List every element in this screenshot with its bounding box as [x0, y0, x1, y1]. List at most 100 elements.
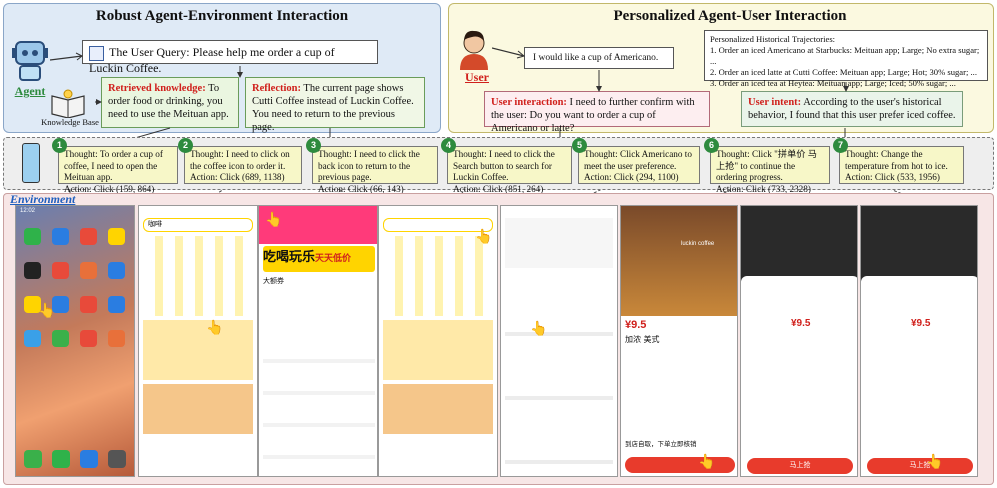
retrieved-knowledge-box: Retrieved knowledge: To order food or dr…: [101, 77, 239, 128]
buy-now-button[interactable]: 马上抢: [747, 458, 853, 474]
brand-label: luckin coffee: [681, 241, 715, 247]
dock-app-icon[interactable]: [80, 450, 98, 468]
coffee-banner: [621, 206, 737, 316]
search-input[interactable]: [383, 218, 493, 232]
app-icon[interactable]: [52, 330, 69, 347]
tap-hand-icon: 👆: [530, 322, 548, 337]
retrieved-knowledge-label: Retrieved knowledge:: [108, 83, 206, 94]
screen-luckin-store: luckin coffee ¥9.5 加浓 美式 到店自取，下单立即核销: [620, 205, 738, 477]
app-icon[interactable]: [108, 296, 125, 313]
promo-banner: 吃喝玩乐天天低价: [263, 246, 375, 272]
user-label: User: [465, 70, 489, 84]
app-icon[interactable]: [80, 296, 97, 313]
search-input[interactable]: 咖啡: [143, 218, 253, 232]
tap-hand-icon: 👆: [698, 455, 716, 470]
tap-hand-icon: 👆: [206, 321, 224, 336]
step-number-badge: 3: [306, 138, 321, 153]
pickup-note: 到店自取，下单立即核销: [625, 440, 697, 448]
thought-box: Thought: To order a cup of coffee, I nee…: [58, 146, 178, 194]
user-interaction-text: I need to further confirm with the user:…: [491, 97, 695, 134]
tap-hand-icon: 👆: [475, 230, 493, 245]
action-text: Action: Click (733, 2328): [716, 183, 811, 194]
price-label: ¥9.5: [625, 319, 647, 331]
buy-button[interactable]: [625, 457, 735, 473]
step-number-badge: 7: [833, 138, 848, 153]
user-query-box: The User Query: Please help me order a c…: [82, 40, 378, 75]
thought-text: Thought: To order a cup of coffee, I nee…: [64, 149, 163, 182]
app-icon[interactable]: [24, 262, 41, 279]
thought-text: Thought: I need to click the back icon t…: [318, 149, 420, 182]
screen-options-iced: ¥9.5 马上抢: [860, 205, 978, 477]
app-icon[interactable]: [52, 296, 69, 313]
agent-to-query-arrow: [50, 52, 83, 61]
personalized-interaction-title: Personalized Agent-User Interaction: [613, 8, 847, 24]
step-number-badge: 2: [178, 138, 193, 153]
dock-app-icon[interactable]: [108, 450, 126, 468]
app-icon[interactable]: [52, 228, 69, 245]
history-item: 2. Order an iced latte at Cutti Coffee: …: [710, 67, 977, 77]
history-item: 3. Order an iced tea at Heytea: Meituan …: [710, 78, 956, 88]
thought-box: Thought: Change the temperature from hot…: [839, 146, 964, 184]
step-number-badge: 1: [52, 138, 67, 153]
tap-hand-icon: 👆: [926, 455, 944, 470]
price-label: ¥9.5: [791, 318, 811, 329]
app-icon[interactable]: [52, 262, 69, 279]
action-text: Action: Click (294, 1100): [584, 172, 679, 182]
knowledge-base-label: Knowledge Base: [41, 117, 99, 127]
action-text: Action: Click (159, 864): [64, 183, 155, 194]
thought-text: Thought: Click "拼单价 马上抢" to continue the…: [716, 149, 817, 182]
promo-cards: [383, 320, 493, 380]
app-icon[interactable]: [24, 330, 41, 347]
step-number-badge: 6: [704, 138, 719, 153]
history-trajectories-box: Personalized Historical Trajectories: 1.…: [704, 30, 988, 88]
user-interaction-label: User interaction:: [491, 97, 567, 108]
user-message-box: I would like a cup of Americano.: [524, 47, 674, 69]
app-icon[interactable]: [80, 262, 97, 279]
options-sheet: [861, 276, 977, 476]
category-grid: [383, 236, 493, 316]
app-icon[interactable]: [108, 330, 125, 347]
environment-label: Environment: [10, 192, 76, 206]
screen-promo-page: 吃喝玩乐天天低价 大额券: [258, 205, 378, 477]
promo-banner-subtext: 天天低价: [315, 254, 352, 264]
buy-now-button[interactable]: 马上抢: [867, 458, 973, 474]
reflection-text: The current page shows Cutti Coffee inst…: [252, 83, 414, 133]
reflection-label: Reflection:: [252, 83, 301, 94]
app-icon[interactable]: [80, 228, 97, 245]
thought-text: Thought: Click Americano to meet the use…: [584, 149, 692, 171]
pink-header: [259, 206, 377, 244]
action-text: Action: Click (533, 1956): [845, 172, 940, 182]
thought-text: Thought: I need to click the Search butt…: [453, 149, 555, 182]
app-icon[interactable]: [24, 296, 41, 313]
thought-box: Thought: I need to click the back icon t…: [312, 146, 438, 194]
results-list: [505, 272, 613, 467]
category-grid: [143, 236, 253, 316]
promo-subtitle: 大额券: [263, 277, 284, 285]
user-intent-text: According to the user's historical behav…: [748, 97, 956, 121]
status-bar: [139, 206, 257, 216]
thought-box: Thought: Click "拼单价 马上抢" to continue the…: [710, 146, 830, 194]
filter-tabs: [505, 218, 613, 268]
thought-box: Thought: I need to click the Search butt…: [447, 146, 572, 194]
step-number-badge: 4: [441, 138, 456, 153]
history-title: Personalized Historical Trajectories:: [710, 34, 836, 44]
app-icon[interactable]: [108, 228, 125, 245]
retrieved-knowledge-text: To order food or drinking, you need to u…: [108, 83, 229, 120]
thought-box: Thought: Click Americano to meet the use…: [578, 146, 700, 184]
app-icon[interactable]: [24, 228, 41, 245]
screen-home: 12:02: [15, 205, 135, 477]
screen-options: ¥9.5 马上抢: [740, 205, 858, 477]
robot-agent-icon: [12, 41, 48, 81]
app-icon[interactable]: [108, 262, 125, 279]
food-cards: [383, 384, 493, 434]
book-icon: [51, 89, 85, 118]
dock-app-icon[interactable]: [24, 450, 42, 468]
tap-hand-icon: 👆: [265, 213, 283, 228]
dock-app-icon[interactable]: [52, 450, 70, 468]
promo-cards: [143, 320, 253, 380]
thought-box: Thought: I need to click on the coffee i…: [184, 146, 302, 184]
screen-meituan-home: 咖啡: [138, 205, 258, 477]
step-number-badge: 5: [572, 138, 587, 153]
app-icon[interactable]: [80, 330, 97, 347]
product-list: [263, 331, 375, 471]
